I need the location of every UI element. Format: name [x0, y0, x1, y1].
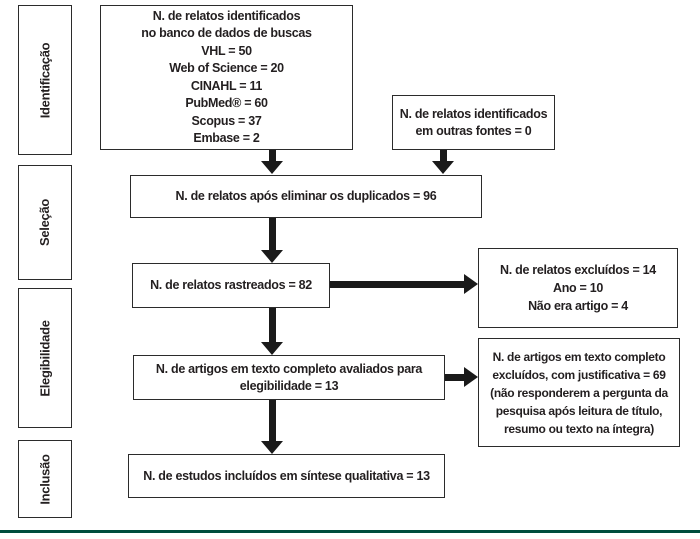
- arrow-screened-to-excluded-head-icon: [464, 274, 478, 294]
- arrow-fulltext-to-excluded-head-icon: [464, 367, 478, 387]
- box-line: N. de relatos identificados: [152, 8, 301, 23]
- arrow-fulltext-to-included-head-icon: [261, 441, 283, 454]
- box-line: N. de relatos identificados: [399, 106, 548, 121]
- stage-label-elegibilidade: Elegibilidade: [37, 319, 53, 397]
- box-line: VHL = 50: [201, 43, 252, 58]
- box-identified-other-sources: N. de relatos identificados em outras fo…: [392, 95, 555, 150]
- box-line: CINAHL = 11: [190, 78, 263, 93]
- box-line: N. de artigos em texto completo excluído…: [490, 349, 668, 436]
- box-studies-included: N. de estudos incluídos em síntese quali…: [128, 454, 445, 498]
- arrow-screened-to-fulltext-head-icon: [261, 342, 283, 355]
- stage-box-selecao: Seleção: [18, 165, 72, 280]
- stage-box-elegibilidade: Elegibilidade: [18, 288, 72, 428]
- arrow-othersources-to-duplicates-head-icon: [432, 161, 454, 174]
- stage-box-inclusao: Inclusão: [18, 440, 72, 518]
- box-line: N. de relatos excluídos = 14: [500, 263, 656, 277]
- box-line: N. de artigos em texto completo avaliado…: [155, 361, 423, 393]
- arrow-othersources-to-duplicates: [440, 150, 447, 163]
- box-line: N. de relatos rastreados = 82: [150, 278, 312, 292]
- arrow-databases-to-duplicates-head-icon: [261, 161, 283, 174]
- box-line: N. de relatos após eliminar os duplicado…: [175, 189, 437, 203]
- arrow-screened-to-excluded: [330, 281, 465, 288]
- box-records-screened: N. de relatos rastreados = 82: [132, 263, 330, 308]
- box-line: Embase = 2: [193, 131, 260, 145]
- box-line: N. de estudos incluídos em síntese quali…: [143, 468, 430, 483]
- stage-label-inclusao: Inclusão: [37, 453, 53, 505]
- bottom-divider: [0, 530, 700, 533]
- box-line: Ano = 10: [552, 281, 604, 295]
- box-identified-databases: N. de relatos identificados no banco de …: [100, 5, 353, 150]
- arrow-fulltext-to-included: [269, 400, 276, 442]
- box-line: em outras fontes = 0: [415, 123, 532, 138]
- stage-box-identificacao: Identificação: [18, 5, 72, 155]
- box-line: Não era artigo = 4: [528, 299, 628, 313]
- arrow-duplicates-to-screened: [269, 218, 276, 251]
- box-records-excluded: N. de relatos excluídos = 14 Ano = 10 Nã…: [478, 248, 678, 328]
- arrow-fulltext-to-excluded: [445, 374, 465, 381]
- box-fulltext-excluded: N. de artigos em texto completo excluído…: [478, 338, 680, 447]
- arrow-screened-to-fulltext: [269, 308, 276, 343]
- arrow-databases-to-duplicates: [269, 150, 276, 163]
- arrow-duplicates-to-screened-head-icon: [261, 250, 283, 263]
- box-line: PubMed® = 60: [185, 96, 268, 110]
- box-after-duplicates-removed: N. de relatos após eliminar os duplicado…: [130, 175, 482, 218]
- box-line: no banco de dados de buscas: [141, 26, 312, 40]
- box-line: Scopus = 37: [191, 113, 262, 128]
- box-fulltext-assessed: N. de artigos em texto completo avaliado…: [133, 355, 445, 400]
- box-line: Web of Science = 20: [169, 61, 284, 75]
- stage-label-identificacao: Identificação: [37, 42, 53, 118]
- stage-label-selecao: Seleção: [37, 198, 53, 247]
